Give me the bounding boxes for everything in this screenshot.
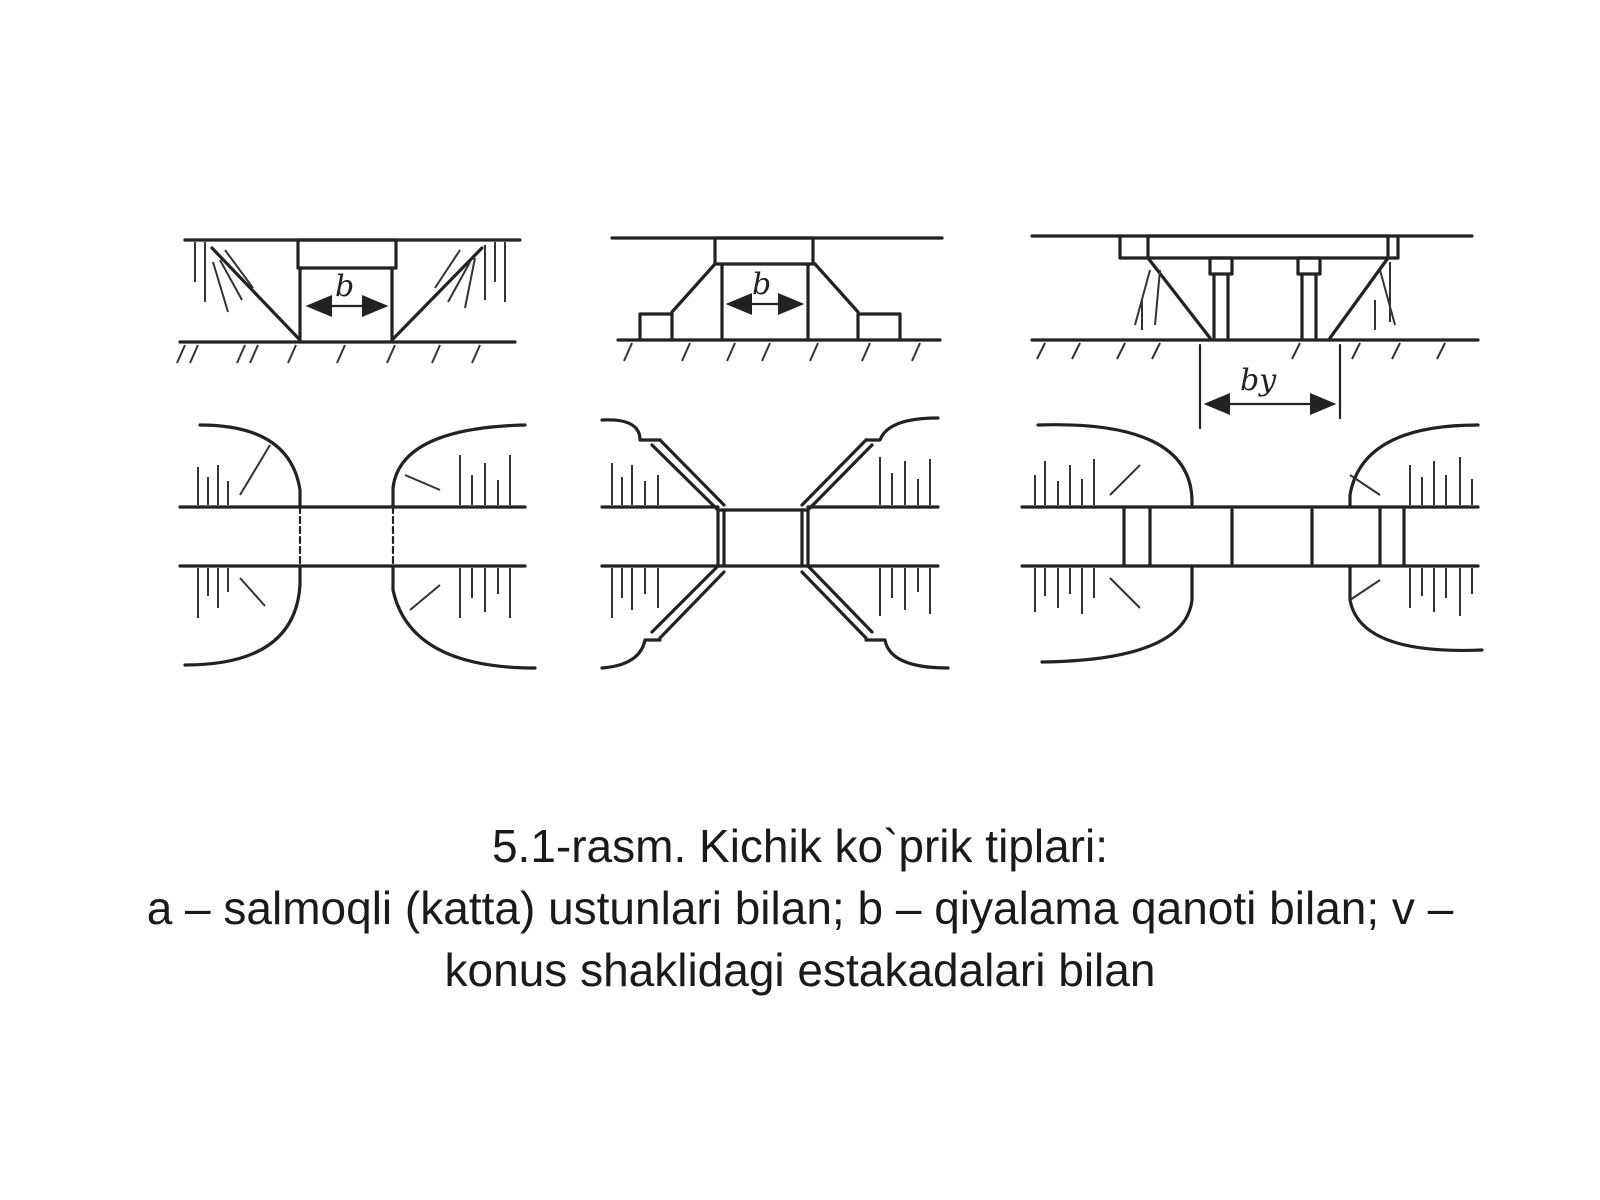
bridge-b-elevation: b [610,236,944,362]
figure-caption: 5.1-rasm. Kichik ko`prik tiplari: a – sa… [0,815,1600,1001]
span-label-b: b [752,267,771,302]
caption-line-1: 5.1-rasm. Kichik ko`prik tiplari: [491,820,1109,872]
bridge-a-plan [178,423,537,670]
caption-line-3: konus shaklidagi estakadalari bilan [444,944,1156,996]
bridge-v-plan [1020,423,1484,664]
span-label-a: b [335,269,354,304]
caption-line-2: a – salmoqli (katta) ustunlari bilan; b … [146,882,1454,934]
bridge-types-figure: b b [176,234,1484,670]
bridge-b-plan [600,416,950,670]
bridge-a-elevation: b [176,238,522,364]
span-label-v: bу [1240,363,1277,398]
bridge-v-elevation: bу [1030,234,1480,430]
